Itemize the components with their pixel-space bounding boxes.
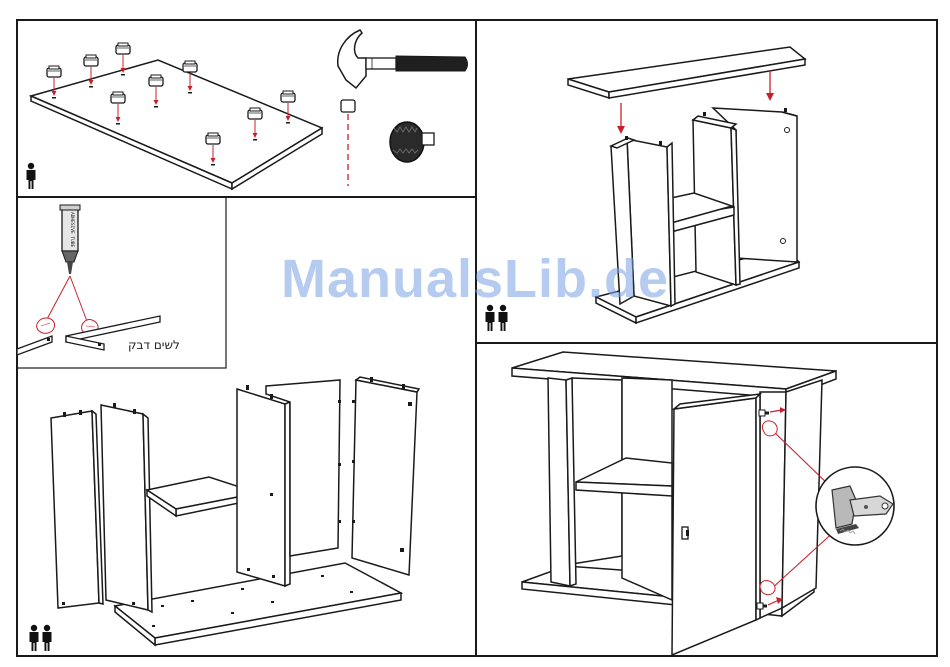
adjustable-foot-icon — [390, 122, 434, 162]
person-icon-step-top-b — [499, 305, 508, 331]
hand-icon-hinge-bottom — [760, 581, 775, 595]
assembled-left-side — [548, 378, 576, 586]
door-knob-icon — [682, 527, 689, 539]
foot-detail — [341, 100, 355, 186]
door-panel — [672, 394, 760, 655]
side-panel-left-inner — [101, 405, 152, 612]
glue-tube-icon: ADHESIVE TUBE — [60, 205, 80, 274]
step-feet-illustration — [27, 30, 468, 189]
person-icon-step-sides-a — [30, 625, 39, 651]
middle-panel — [237, 389, 290, 586]
glue-lines — [46, 276, 88, 324]
hammer-icon — [338, 30, 468, 88]
step-door-illustration — [512, 352, 894, 655]
person-icon-step-sides-b — [43, 625, 52, 651]
glue-tube-text: ADHESIVE TUBE — [69, 212, 75, 248]
side-panel-right — [352, 377, 419, 575]
glue-instruction-label: לשים דבק — [128, 338, 180, 352]
top-board — [31, 60, 322, 189]
cabinet-left-inner-panel — [627, 139, 675, 306]
person-icon-step-top-a — [486, 305, 495, 331]
hand-icon-left — [37, 318, 55, 333]
hinge-detail-icon — [816, 467, 894, 545]
step-sides-illustration — [30, 377, 420, 651]
step-top-illustration — [486, 47, 806, 331]
step-glue-illustration: ADHESIVE TUBE — [17, 205, 160, 355]
hand-icon-hinge-top — [762, 421, 777, 436]
side-panel-left-outer — [51, 411, 103, 608]
person-icon-step-feet — [27, 163, 36, 189]
